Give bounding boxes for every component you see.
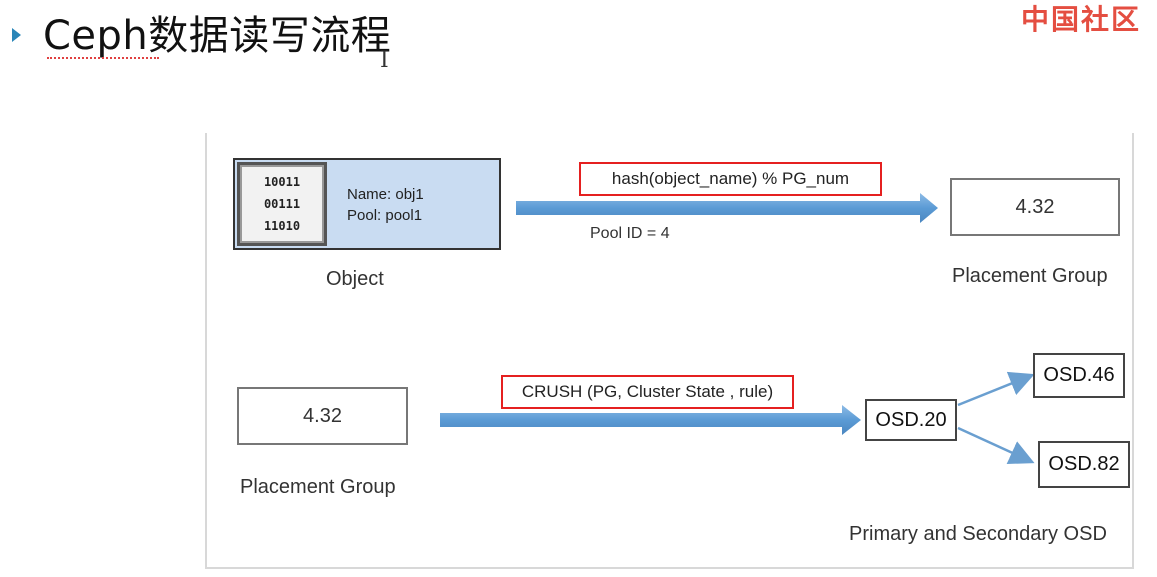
object-caption: Object bbox=[326, 268, 384, 290]
watermark-logo: 中国社区 bbox=[1020, 3, 1141, 36]
object-meta: Name: obj1 Pool: pool1 bbox=[347, 184, 424, 226]
osd-secondary-box-2: OSD.82 bbox=[1038, 441, 1130, 488]
slide-title-text: Ceph数据读写流程 bbox=[43, 13, 392, 59]
osd-caption: Primary and Secondary OSD bbox=[849, 523, 1107, 545]
hash-arrow bbox=[516, 193, 938, 223]
binary-data-icon: 10011 00111 11010 bbox=[237, 162, 327, 246]
object-box: 10011 00111 11010 Name: obj1 Pool: pool1 bbox=[233, 158, 501, 250]
object-pool: Pool: pool1 bbox=[347, 207, 423, 224]
replica-arrow-osd46 bbox=[957, 371, 1035, 407]
placement-group-box-bottom: 4.32 bbox=[237, 387, 408, 445]
placement-group-box-top: 4.32 bbox=[950, 178, 1120, 236]
bullet-triangle-icon bbox=[12, 28, 21, 42]
bits-row: 00111 bbox=[263, 197, 301, 211]
slide-title: Ceph数据读写流程 bbox=[12, 4, 391, 60]
placement-group-caption-top: Placement Group bbox=[952, 265, 1108, 287]
replica-arrow-osd82 bbox=[957, 426, 1035, 465]
osd-secondary-box-1: OSD.46 bbox=[1033, 353, 1125, 398]
bits-row: 11010 bbox=[263, 219, 301, 233]
osd-primary-box: OSD.20 bbox=[865, 399, 957, 441]
object-name: Name: obj1 bbox=[347, 186, 424, 203]
text-cursor-icon: I bbox=[380, 48, 389, 73]
hash-formula: hash(object_name) % PG_num bbox=[579, 162, 882, 196]
spellcheck-underline bbox=[47, 53, 159, 59]
placement-group-caption-bottom: Placement Group bbox=[240, 476, 396, 498]
crush-formula: CRUSH (PG, Cluster State , rule) bbox=[501, 375, 794, 409]
crush-arrow bbox=[440, 405, 861, 435]
bits-row: 10011 bbox=[263, 175, 301, 189]
pool-id-label: Pool ID = 4 bbox=[590, 225, 670, 242]
